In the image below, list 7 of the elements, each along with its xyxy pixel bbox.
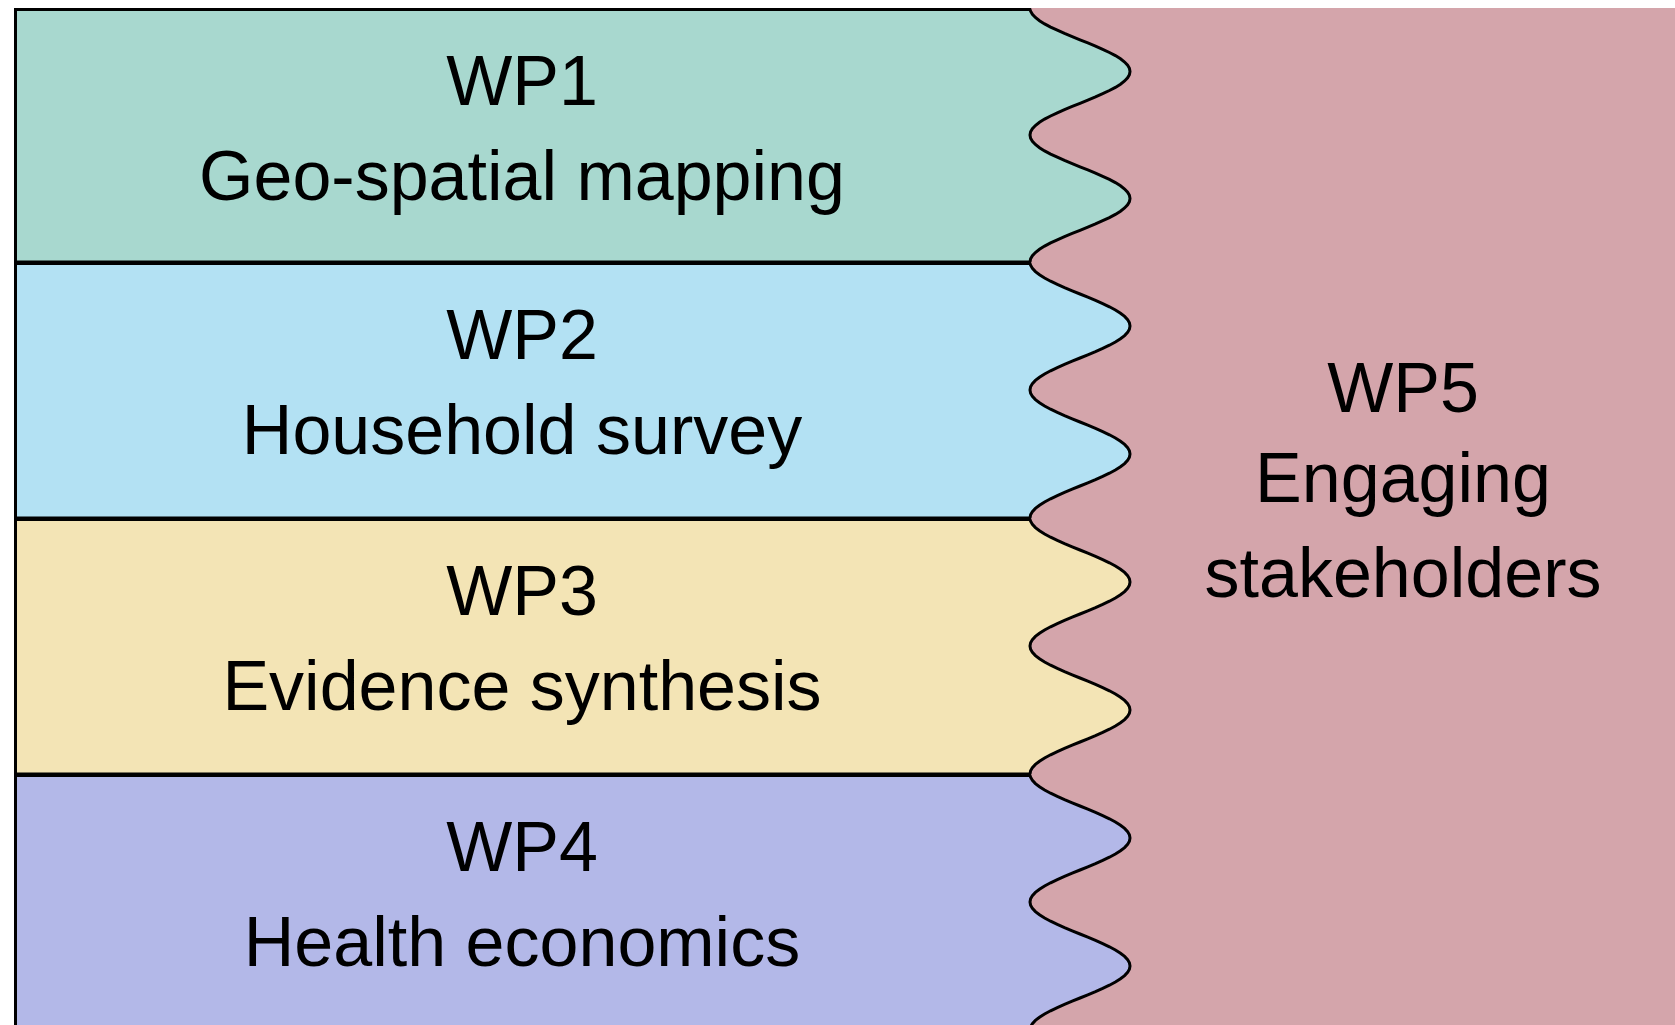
- work-package-number: WP1: [445, 46, 599, 116]
- work-package-title: Health economics: [242, 907, 802, 977]
- work-package-number: WP4: [445, 812, 599, 882]
- work-package-number: WP5: [1326, 353, 1480, 423]
- work-package-title: Engaging stakeholders: [1203, 438, 1603, 614]
- work-package-number: WP3: [445, 556, 599, 626]
- work-package-number: WP2: [445, 300, 599, 370]
